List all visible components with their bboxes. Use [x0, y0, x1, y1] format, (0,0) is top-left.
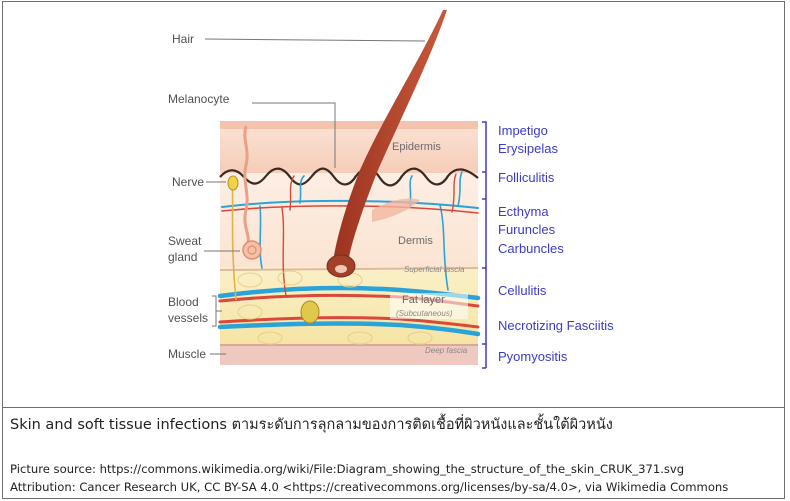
- label-sweat: Sweat: [168, 234, 202, 248]
- label-subcutaneous: (Subcutaneous): [396, 309, 453, 318]
- label-vessels: vessels: [168, 311, 208, 325]
- nerve-ending: [227, 175, 239, 191]
- infection-folliculitis: Folliculitis: [498, 170, 555, 185]
- infection-brackets: [482, 121, 487, 369]
- dermal-epidermal-junction: [219, 167, 479, 187]
- infection-pyomyositis: Pyomyositis: [498, 349, 568, 364]
- label-dermis: Dermis: [398, 235, 433, 247]
- infection-furuncles: Furuncles: [498, 222, 556, 237]
- label-nerve: Nerve: [172, 175, 204, 189]
- sweat-gland-coil: [242, 240, 262, 260]
- sebaceous-gland: [372, 198, 420, 222]
- label-hair: Hair: [172, 32, 194, 46]
- label-superficial-fascia: Superficial fascia: [404, 265, 465, 274]
- infection-labels: Impetigo Erysipelas Folliculitis Ecthyma…: [498, 123, 614, 364]
- layer-labels: Epidermis Dermis Superficial fascia Fat …: [390, 141, 468, 355]
- label-gland: gland: [168, 250, 197, 264]
- infection-cellulitis: Cellulitis: [498, 283, 547, 298]
- label-epidermis: Epidermis: [392, 141, 441, 153]
- muscle-layer: [220, 345, 478, 365]
- skin-structure-diagram: Hair Melanocyte Nerve Sweat gland Blood …: [168, 10, 614, 369]
- hair-shaft: [333, 10, 447, 262]
- label-muscle: Muscle: [168, 347, 206, 361]
- sweat-gland-duct: [243, 125, 250, 243]
- label-deep-fascia: Deep fascia: [425, 346, 468, 355]
- caption-divider: [2, 407, 785, 408]
- label-melanocyte: Melanocyte: [168, 92, 230, 106]
- caption-title: Skin and soft tissue infections ตามระดับ…: [10, 417, 613, 433]
- picture-source: Picture source: https://commons.wikimedi…: [10, 462, 685, 476]
- infection-carbuncles: Carbuncles: [498, 241, 564, 256]
- infection-necrotizing-fasciitis: Necrotizing Fasciitis: [498, 318, 614, 333]
- label-blood: Blood: [168, 295, 199, 309]
- epidermis-top-band: [220, 121, 478, 129]
- anatomy-labels: Hair Melanocyte Nerve Sweat gland Blood …: [168, 32, 426, 361]
- infection-erysipelas: Erysipelas: [498, 141, 558, 156]
- epidermis-layer: [220, 121, 478, 173]
- infection-impetigo: Impetigo: [498, 123, 548, 138]
- label-fat-layer: Fat layer: [402, 294, 445, 306]
- nerve-corpuscle: [300, 300, 320, 324]
- attribution: Attribution: Cancer Research UK, CC BY-S…: [10, 480, 729, 494]
- infection-ecthyma: Ecthyma: [498, 204, 549, 219]
